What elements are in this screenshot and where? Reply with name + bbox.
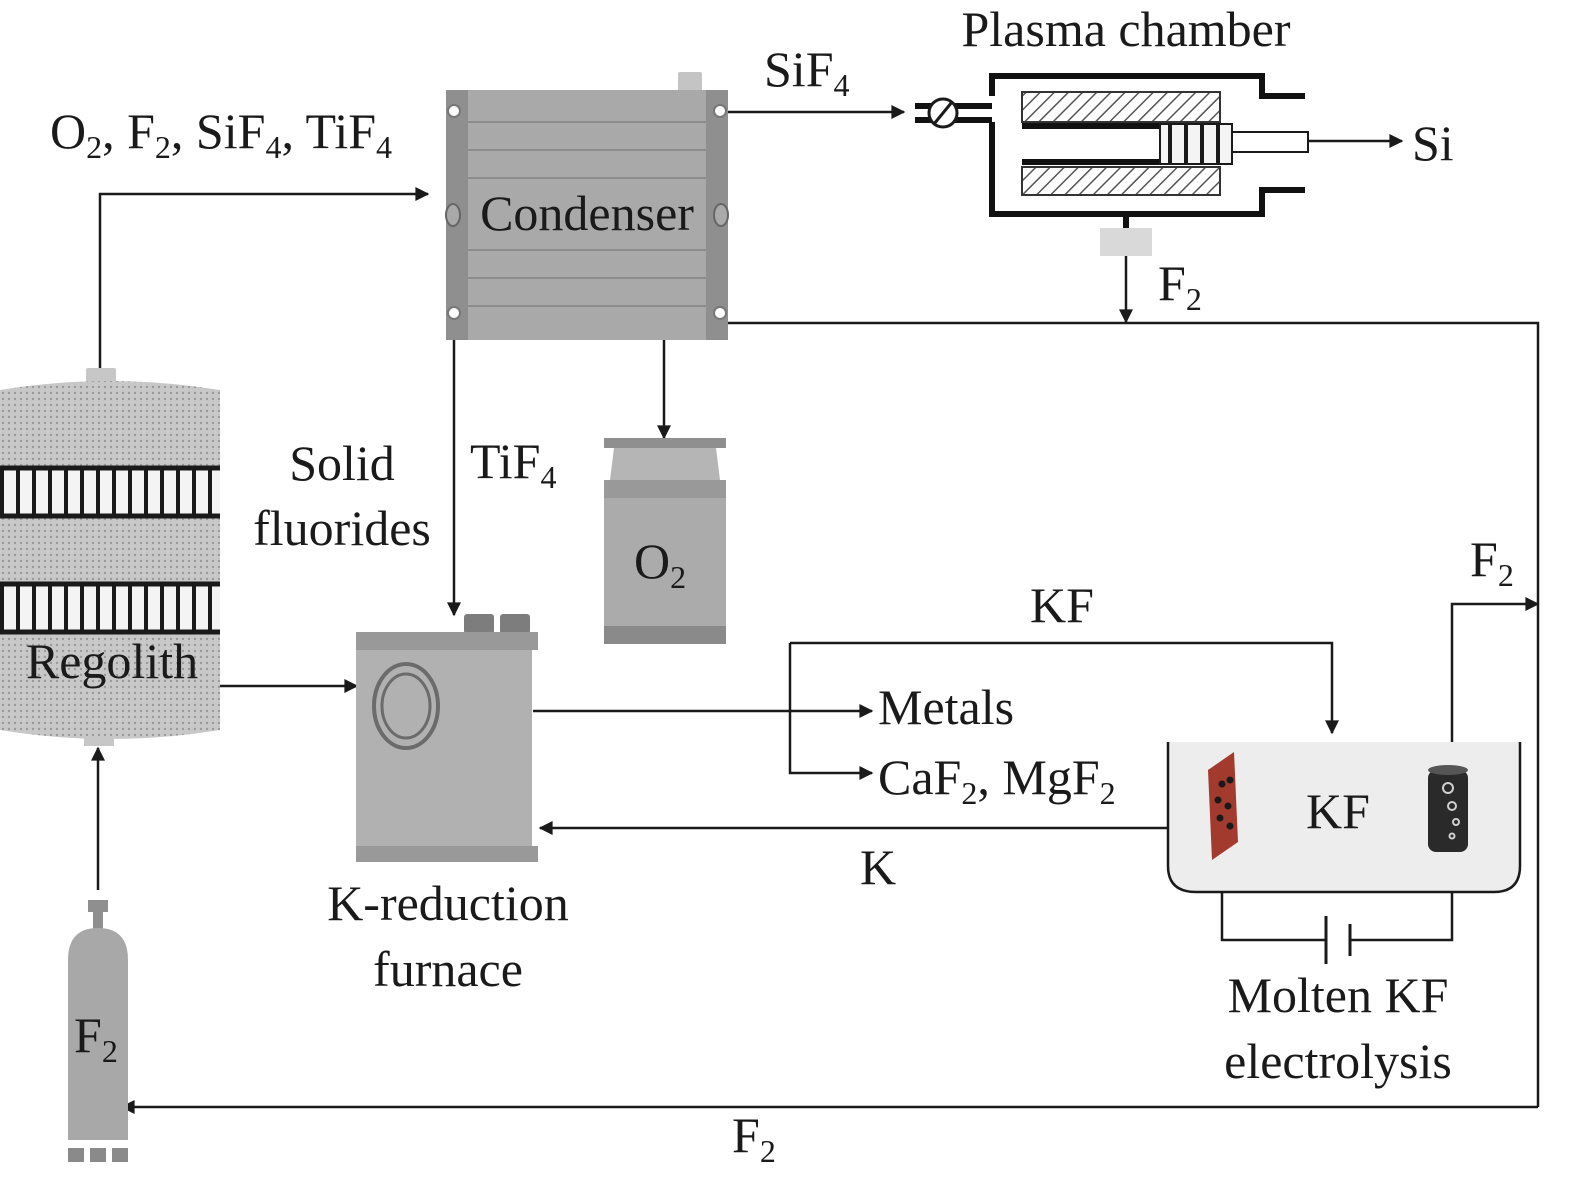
molten-kf-label-line2: electrolysis: [1224, 1033, 1452, 1089]
electrolysis-f2-label: F2: [1470, 531, 1514, 593]
plasma-chamber-label: Plasma chamber: [961, 1, 1290, 57]
plasma-wall-top: [989, 73, 1305, 99]
inlet-gases-label: O2, F2, SiF4, TiF4: [50, 103, 392, 165]
molten-kf-label-line1: Molten KF: [1228, 967, 1449, 1023]
furnace-body: [356, 650, 532, 846]
plasma-nozzle: [1231, 131, 1309, 153]
kf-feed-label: KF: [1030, 577, 1094, 633]
reactor-to-condenser-arrow: [98, 187, 430, 370]
plasma-chamber: [915, 73, 1309, 256]
k-label: K: [860, 839, 896, 895]
caf2-mgf2-label: CaF2, MgF2: [878, 749, 1116, 811]
anode: [1428, 770, 1468, 852]
electrolysis-cell: [1166, 742, 1522, 894]
plasma-coil: [1159, 123, 1233, 165]
caf2-output-arrow: [788, 643, 874, 780]
f2-cylinder: [68, 900, 128, 1162]
regolith-reactor: [0, 368, 220, 746]
condenser-label: Condenser: [480, 185, 694, 241]
k-reduction-label-line2: furnace: [373, 941, 523, 997]
plasma-f2-label: F2: [1158, 255, 1202, 317]
f2-return-label: F2: [732, 1107, 776, 1169]
reactor-packing-lower: [0, 584, 220, 632]
flow-lines: [91, 105, 1540, 1114]
f2-cylinder-label: F2: [74, 1007, 118, 1069]
electrode-top: [1021, 91, 1221, 123]
condenser: [445, 72, 729, 340]
f2-return-loop: [728, 321, 1540, 1107]
kf-bath-label: KF: [1306, 783, 1370, 839]
o2-tank-body: [604, 498, 726, 626]
plasma-wall-bottom: [989, 122, 1305, 217]
si-label: Si: [1412, 115, 1454, 171]
sif4-label: SiF4: [764, 41, 850, 103]
electrode-bottom: [1021, 166, 1221, 196]
electrolysis-f2-arrow: [1450, 597, 1540, 770]
cathode: [1208, 752, 1238, 860]
condenser-body: [446, 90, 728, 340]
solid-fluorides-label-line2: fluorides: [253, 500, 431, 556]
k-reduction-furnace: [356, 614, 538, 862]
tif4-label: TiF4: [470, 433, 556, 495]
plasma-collector: [1100, 228, 1152, 256]
metals-label: Metals: [878, 679, 1014, 735]
solid-fluorides-label-line1: Solid: [289, 435, 395, 491]
reactor-packing-upper: [0, 468, 220, 516]
o2-tank-label: O2: [634, 533, 686, 595]
o2-tank: [604, 438, 726, 644]
furnace-port: [372, 662, 440, 750]
regolith-label: Regolith: [26, 633, 198, 689]
k-reduction-label-line1: K-reduction: [327, 875, 569, 931]
kf-to-bath-arrow: [790, 641, 1339, 735]
cylinder-body: [68, 928, 128, 1140]
